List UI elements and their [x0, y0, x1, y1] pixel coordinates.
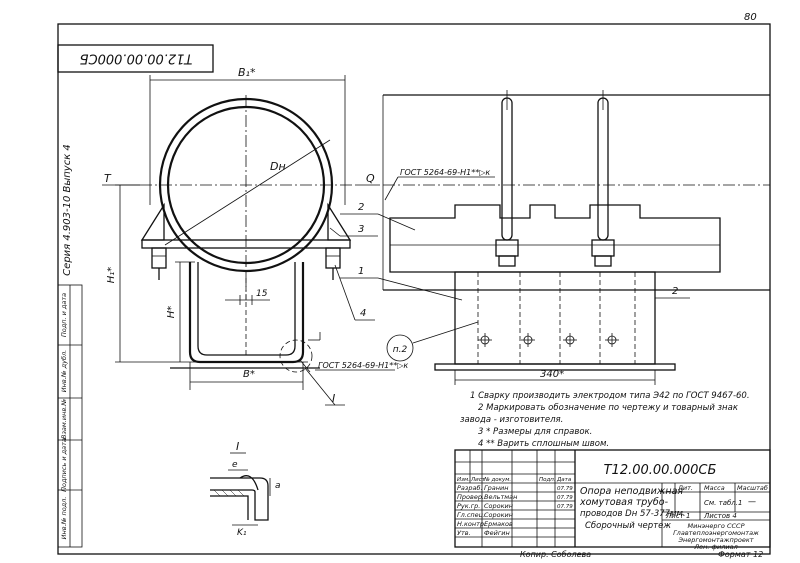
tb-row-2-date: 07.79 [557, 504, 573, 510]
tb-row-2-name: Сорокин [484, 502, 513, 510]
tb-mass: Масса [704, 484, 725, 492]
detail-title: I [236, 440, 239, 453]
tb-name-3: Сборочный чертеж [585, 521, 671, 531]
mark-t: Т [104, 172, 112, 185]
tb-row-3-name: Сорокин [484, 511, 513, 519]
tb-org-0: Минэнерго СССР [687, 522, 744, 530]
note-2: 2 Маркировать обозначение по чертежу и т… [478, 403, 739, 413]
title-block: Т12.00.00.000СБ Опора неподвижная хомуто… [454, 449, 771, 551]
tb-row-3-role: Гл.спец. [457, 511, 485, 519]
series-label: Серия 4.903-10 Выпуск 4 [62, 144, 73, 276]
copied-by: Копир. Соболева [520, 550, 591, 559]
tb-h-izm: Изм. [457, 477, 470, 483]
callout-2-right: 2 [672, 286, 678, 297]
tb-row-0-date: 07.79 [557, 486, 573, 492]
tb-h-podp: Подп. [539, 477, 556, 483]
strip-label-3: Инв.№ дубл. [60, 350, 68, 392]
tb-row-1-role: Провер. [457, 493, 484, 501]
page-number: 80 [744, 12, 757, 23]
tb-code: Т12.00.00.000СБ [604, 463, 717, 478]
detail-i: I e a K₁ [210, 440, 281, 538]
callout-3: 3 [358, 224, 364, 235]
tb-row-4-role: Н.контр. [457, 520, 486, 528]
notes-block: 1 Сварку производить электродом типа Э42… [460, 391, 750, 449]
note-ref: п.2 [393, 345, 408, 355]
tb-scale-value: — [748, 497, 756, 506]
tb-row-4-name: Ермаков [484, 520, 513, 528]
note-3: 3 * Размеры для справок. [478, 427, 592, 437]
dim-b: В* [243, 369, 255, 380]
callout-2: 2 [358, 202, 364, 213]
tb-row-0-name: Гранин [484, 484, 508, 492]
note-1: 1 Сварку производить электродом типа Э42… [470, 391, 750, 401]
note-4: 4 ** Варить сплошным швом. [478, 439, 609, 449]
dim-b1: В₁* [238, 66, 256, 79]
strip-label-0: Инв.№ подл. [60, 497, 68, 540]
strip-label-1: Подпись и дата [60, 438, 68, 492]
section-mark: I [332, 392, 335, 405]
tb-h-doc: № докум. [483, 477, 511, 483]
dim-h1: H₁* [106, 267, 117, 284]
tb-org-3: Лен. филиал [693, 543, 738, 551]
strip-label-2: Взам.инв.№ [60, 399, 68, 439]
tb-row-1-name: Вельтман [484, 493, 517, 501]
dim-h: H* [166, 306, 177, 319]
gost-lower: ГОСТ 5264-69-Н1**▷к [318, 361, 408, 370]
tb-row-1-date: 07.79 [557, 495, 573, 501]
gost-upper: ГОСТ 5264-69-Н1**▷к [400, 168, 490, 177]
tb-row-5-name: Фейгин [484, 529, 510, 537]
rotated-doc-code: Т12.00.00.000СБ [80, 51, 193, 66]
callout-4: 4 [360, 308, 366, 319]
mark-q: Q [366, 172, 375, 185]
rotated-code-box [57, 44, 214, 73]
strip-label-4: Подп. и дата [60, 293, 68, 337]
bolt-holes [478, 333, 619, 347]
tb-row-2-role: Рук.гр. [457, 502, 480, 510]
tb-lit: Лит. [677, 484, 693, 492]
tb-sheet: Лист 1 [665, 512, 690, 520]
tb-name-2: проводов Dн 57-377мм. [580, 509, 686, 519]
dim-340: 340* [540, 369, 564, 380]
detail-a: a [275, 481, 281, 491]
tb-org-2: Энергомонтажпроект [677, 536, 753, 544]
tb-row-0-role: Разраб. [457, 484, 483, 492]
tb-org-1: Главтеплоэнергомонтаж [673, 529, 759, 537]
pipe-section-view: Dн 15 В₁* В* [102, 66, 408, 406]
tb-h-list: Лист [470, 477, 486, 483]
tb-mass-value: См. табл.1 [704, 499, 742, 507]
note-2b: завода - изготовителя. [460, 415, 563, 425]
detail-e: e [232, 460, 238, 470]
left-signature-strip: Инв.№ подл. Подпись и дата Взам.инв.№ Ин… [57, 284, 83, 548]
side-elevation-view: 340* ГОСТ 5264-69-Н1**▷к 2 3 1 2 п.2 [329, 90, 770, 385]
tb-scale: Масштаб [737, 484, 768, 492]
dim-15: 15 [256, 289, 268, 299]
dim-dn: Dн [270, 160, 286, 173]
tb-sheets: Листов 4 [703, 512, 737, 520]
tb-name-1: хомутовая трубо- [579, 497, 669, 508]
callout-1: 1 [358, 266, 364, 277]
detail-k1: K₁ [237, 528, 247, 538]
tb-h-data: Дата [556, 477, 572, 483]
tb-row-5-role: Утв. [457, 529, 471, 537]
tb-name-0: Опора неподвижная [580, 486, 683, 497]
format-label: Формат 12 [718, 550, 763, 559]
